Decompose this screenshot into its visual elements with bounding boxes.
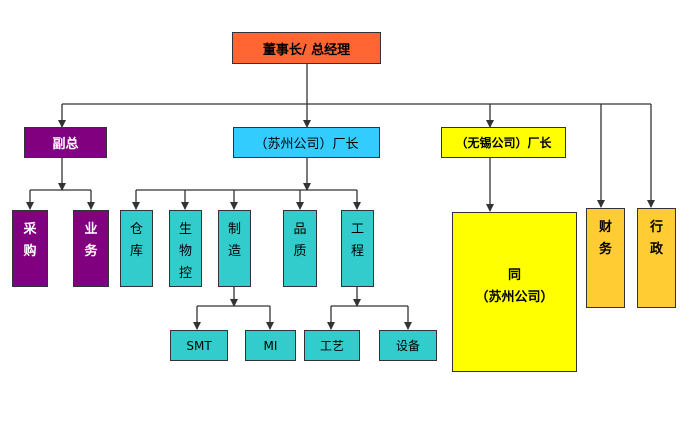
node-engineering-label: 工程 xyxy=(351,222,365,259)
node-vice-label: 副总 xyxy=(52,137,79,152)
node-same-line2: （苏州公司） xyxy=(475,290,554,305)
node-admin: 行政 xyxy=(637,208,676,308)
node-process: 工艺 xyxy=(304,330,360,361)
node-finance-label: 财务 xyxy=(599,220,613,257)
node-admin-label: 行政 xyxy=(650,220,664,257)
node-business-label: 业务 xyxy=(84,222,98,259)
node-purchase: 采购 xyxy=(12,210,48,287)
node-quality: 品质 xyxy=(283,210,317,287)
node-equipment: 设备 xyxy=(379,330,437,361)
node-same-as-suzhou: 同 （苏州公司） xyxy=(452,212,577,372)
node-quality-label: 品质 xyxy=(293,222,307,259)
node-wuxi-factory: （无锡公司）厂长 xyxy=(441,127,566,158)
node-wuxi-factory-label: （无锡公司）厂长 xyxy=(455,136,552,150)
node-mi: MI xyxy=(245,330,296,361)
node-smt: SMT xyxy=(170,330,228,361)
node-mi-label: MI xyxy=(263,338,278,353)
node-same-line1: 同 xyxy=(507,268,521,283)
node-manufacturing-label: 制造 xyxy=(228,222,242,259)
node-finance: 财务 xyxy=(586,208,625,308)
node-warehouse-label: 仓库 xyxy=(130,222,144,259)
node-business: 业务 xyxy=(73,210,109,287)
node-manufacturing: 制造 xyxy=(218,210,251,287)
node-equipment-label: 设备 xyxy=(395,339,420,353)
node-engineering: 工程 xyxy=(341,210,374,287)
node-process-label: 工艺 xyxy=(319,339,344,353)
node-production-control: 生物控 xyxy=(169,210,202,287)
node-suzhou-factory: （苏州公司）厂长 xyxy=(233,127,380,158)
node-warehouse: 仓库 xyxy=(120,210,153,287)
node-vice: 副总 xyxy=(24,127,107,158)
node-suzhou-factory-label: （苏州公司）厂长 xyxy=(254,137,359,152)
node-smt-label: SMT xyxy=(186,338,212,353)
node-chairman-label: 董事长/ 总经理 xyxy=(262,42,351,58)
node-purchase-label: 采购 xyxy=(23,222,37,259)
node-production-control-label: 生物控 xyxy=(179,222,193,281)
node-chairman: 董事长/ 总经理 xyxy=(232,32,381,64)
